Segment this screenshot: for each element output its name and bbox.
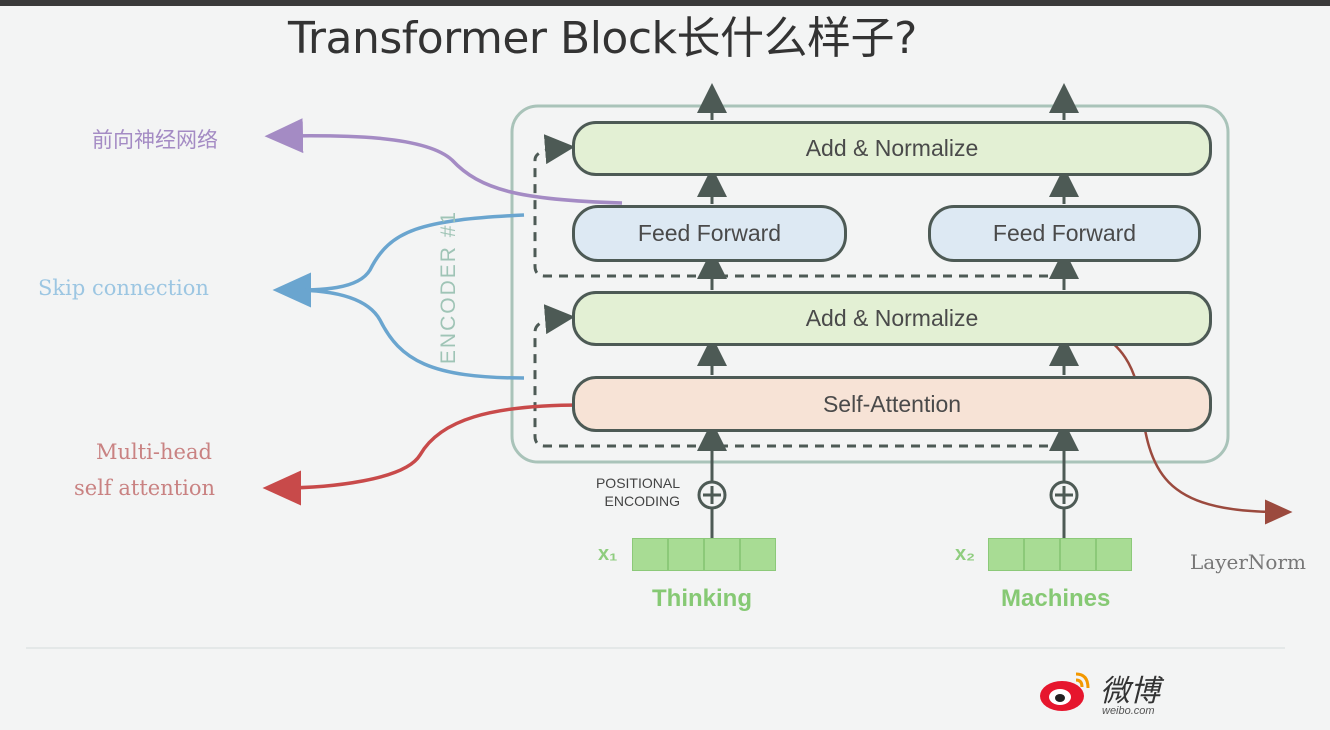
self-attention-block: Self-Attention (572, 376, 1212, 432)
input-label-x2: x₂ (955, 543, 976, 565)
positional-encoding-line1: POSITIONAL (595, 475, 680, 491)
skip-annotation-arrow-bottom (291, 288, 525, 380)
weibo-url: weibo.com (1102, 705, 1155, 717)
self-attention-label: Self-Attention (822, 390, 962, 417)
plus-icon-group (697, 480, 1079, 510)
ffn-annotation-arrow (264, 118, 623, 205)
skip-annotation-arrow-top (272, 213, 525, 308)
positional-encoding-line2: ENCODING (604, 493, 680, 509)
ffn-annotation: 前向神经网络 (92, 128, 218, 152)
encoder-label: ENCODER #1 (437, 209, 460, 365)
skip-connection-annotation: Skip connection (38, 276, 209, 300)
input-word-machines: Machines (1001, 585, 1111, 612)
top-bar (0, 0, 1330, 6)
residual-paths (533, 134, 1064, 448)
mha-annotation-arrow (262, 403, 583, 506)
add-normalize-bottom-label: Add & Normalize (805, 305, 979, 331)
feed-forward-right-label: Feed Forward (992, 220, 1137, 246)
add-normalize-top: Add & Normalize (572, 121, 1212, 176)
positional-encoding-label: POSITIONAL ENCODING (560, 474, 680, 510)
input-word-thinking: Thinking (652, 585, 752, 612)
encoder-box (510, 104, 1230, 464)
input-label-x1: x₁ (598, 543, 618, 565)
layernorm-annotation: LayerNorm (1190, 550, 1306, 574)
weibo-wordmark: 微博 (1100, 674, 1160, 709)
add-normalize-bottom: Add & Normalize (572, 291, 1212, 346)
embedding-vector-x1 (632, 538, 776, 571)
page-title: Transformer Block长什么样子? (288, 13, 917, 64)
weibo-logo-icon (1040, 672, 1090, 711)
mha-annotation-line2: self attention (74, 476, 216, 500)
feed-forward-left-label: Feed Forward (637, 220, 782, 246)
embedding-vector-x2 (988, 538, 1132, 571)
feed-forward-left: Feed Forward (572, 205, 847, 262)
mha-annotation-line1: Multi-head (96, 440, 212, 464)
feed-forward-right: Feed Forward (928, 205, 1201, 262)
add-normalize-top-label: Add & Normalize (805, 135, 979, 161)
